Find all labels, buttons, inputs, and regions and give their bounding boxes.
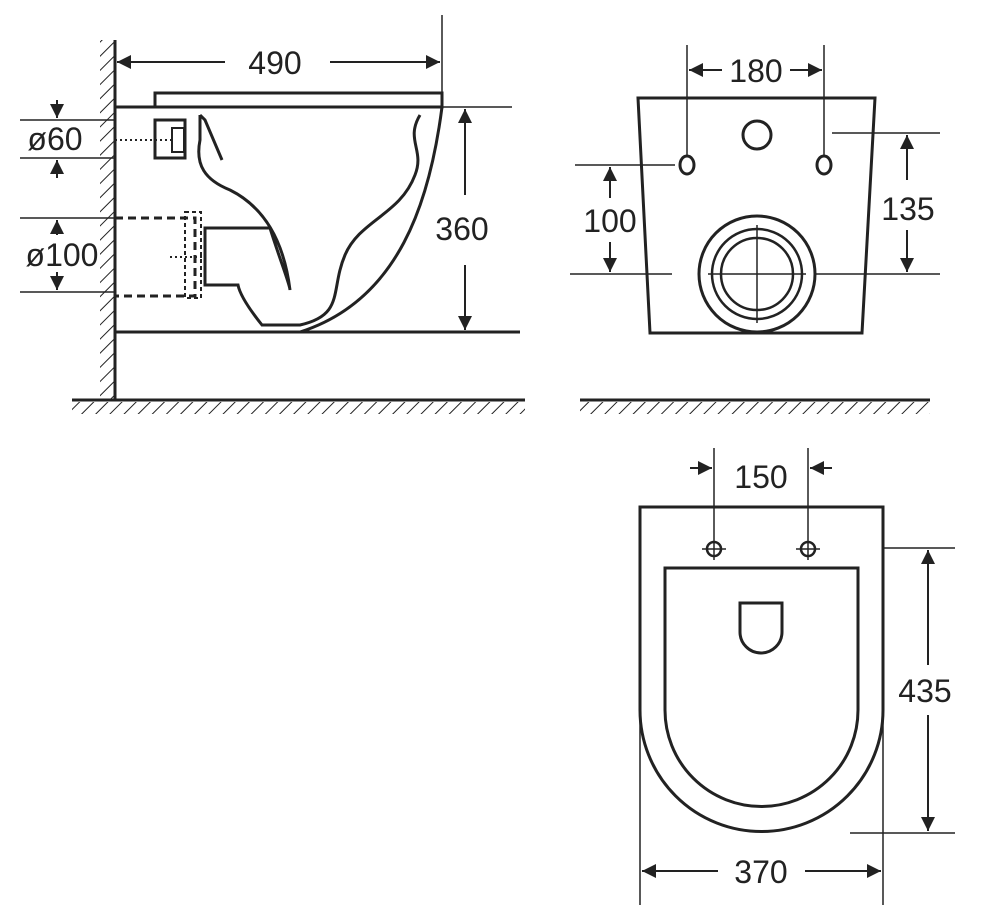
label-top-width: 370 — [734, 854, 787, 890]
toilet-side-outline — [115, 91, 520, 334]
rear-inlet-hole — [741, 119, 773, 151]
top-outer-outline — [638, 505, 885, 833]
dim-top-bolt-spacing: 150 — [690, 459, 832, 495]
label-inlet-diameter: ø60 — [27, 121, 82, 157]
label-rear-bolt-spacing: 180 — [729, 53, 782, 89]
label-rear-bolt-height: 135 — [881, 191, 934, 227]
top-view: 150 435 370 — [638, 448, 955, 905]
label-side-height: 360 — [435, 211, 488, 247]
label-top-depth: 435 — [898, 673, 951, 709]
rear-outlet — [697, 214, 817, 334]
top-inner-bowl — [663, 566, 860, 808]
dim-inlet: ø60 — [20, 100, 115, 178]
dim-rear-outlet-height: 100 — [570, 164, 675, 275]
rear-bolt-left — [678, 154, 696, 176]
dim-side-height: 360 — [435, 106, 512, 333]
dim-top-width: 370 — [639, 710, 884, 905]
side-view: 490 360 ø60 ø100 — [20, 15, 525, 414]
rear-bolt-right — [815, 154, 833, 176]
label-rear-outlet-height: 100 — [583, 203, 636, 239]
dim-rear-bolt-spacing: 180 — [689, 53, 822, 89]
floor-rear — [580, 398, 930, 414]
dim-rear-bolt-height: 135 — [815, 132, 940, 275]
label-outlet-diameter: ø100 — [26, 237, 99, 273]
rear-view: 180 100 135 — [570, 45, 940, 414]
dim-top-depth: 435 — [850, 547, 955, 834]
floor-side — [72, 398, 525, 414]
wall — [100, 40, 117, 400]
label-top-bolt-spacing: 150 — [734, 459, 787, 495]
dim-outlet: ø100 — [20, 217, 115, 293]
dim-side-width: 490 — [114, 15, 443, 105]
top-outlet — [738, 601, 784, 655]
label-side-width: 490 — [248, 45, 301, 81]
rear-body-outline — [636, 96, 877, 335]
